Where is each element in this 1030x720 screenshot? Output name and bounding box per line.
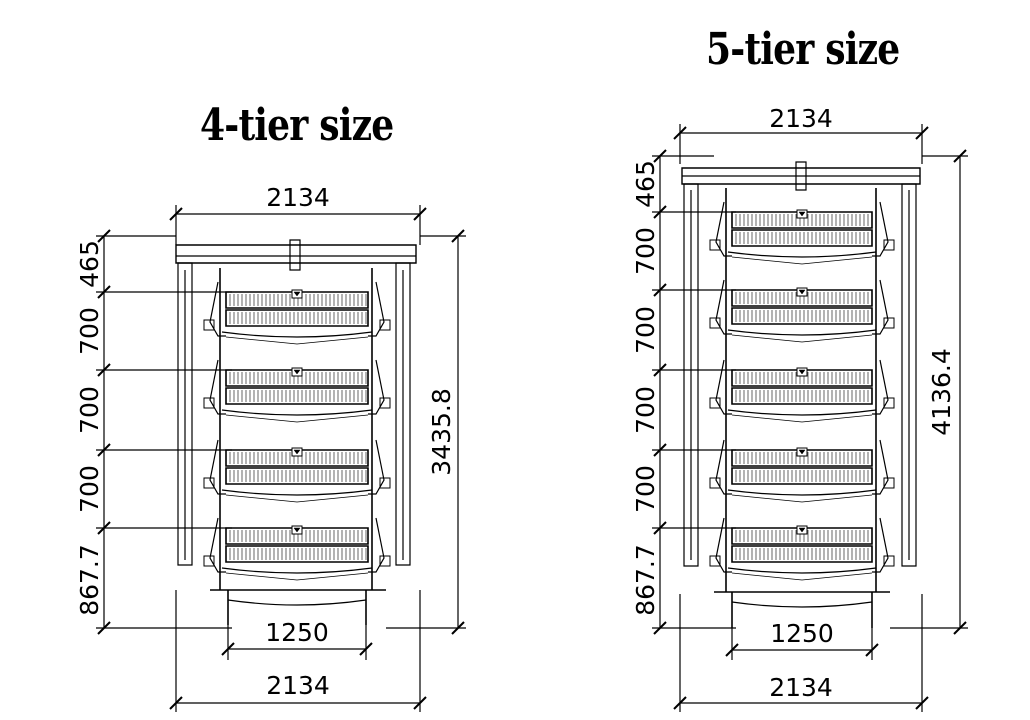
four-tier-top-width: 2134 [266, 183, 330, 212]
four-tier-cage-tier [204, 360, 390, 422]
four-tier-cage-tier [204, 440, 390, 502]
four-tier-row-1: 465 [75, 240, 104, 288]
four-tier-bottom-width: 2134 [266, 671, 330, 700]
five-tier-total-height: 4136.4 [927, 348, 956, 435]
four-tier-title: 4-tier size [200, 100, 394, 151]
five-tier-row-4: 700 [631, 386, 660, 434]
five-tier-inner-width: 1250 [770, 619, 834, 648]
four-tier-drawing [96, 205, 466, 712]
four-tier-row-4: 700 [75, 465, 104, 513]
five-tier-cage-tier [710, 202, 894, 264]
five-tier-cage-tier [710, 518, 894, 580]
four-tier-inner-width: 1250 [265, 618, 329, 647]
five-tier-title: 5-tier size [706, 24, 900, 75]
five-tier-drawing [652, 124, 968, 712]
five-tier-row-2: 700 [631, 227, 660, 275]
five-tier-row-3: 700 [631, 306, 660, 354]
five-tier-row-1: 465 [631, 160, 660, 208]
four-tier-row-2: 700 [75, 307, 104, 355]
four-tier-row-3: 700 [75, 386, 104, 434]
four-tier-total-height: 3435.8 [427, 388, 456, 475]
five-tier-row-6: 867.7 [631, 544, 660, 616]
five-tier-row-5: 700 [631, 465, 660, 513]
four-tier-cage-tier [204, 518, 390, 580]
five-tier-cage-tier [710, 360, 894, 422]
five-tier-cage-tier [710, 280, 894, 342]
five-tier-cage-tier [710, 440, 894, 502]
four-tier-row-5: 867.7 [75, 544, 104, 616]
five-tier-top-width: 2134 [769, 104, 833, 133]
five-tier-bottom-width: 2134 [769, 673, 833, 702]
four-tier-cage-tier [204, 282, 390, 344]
